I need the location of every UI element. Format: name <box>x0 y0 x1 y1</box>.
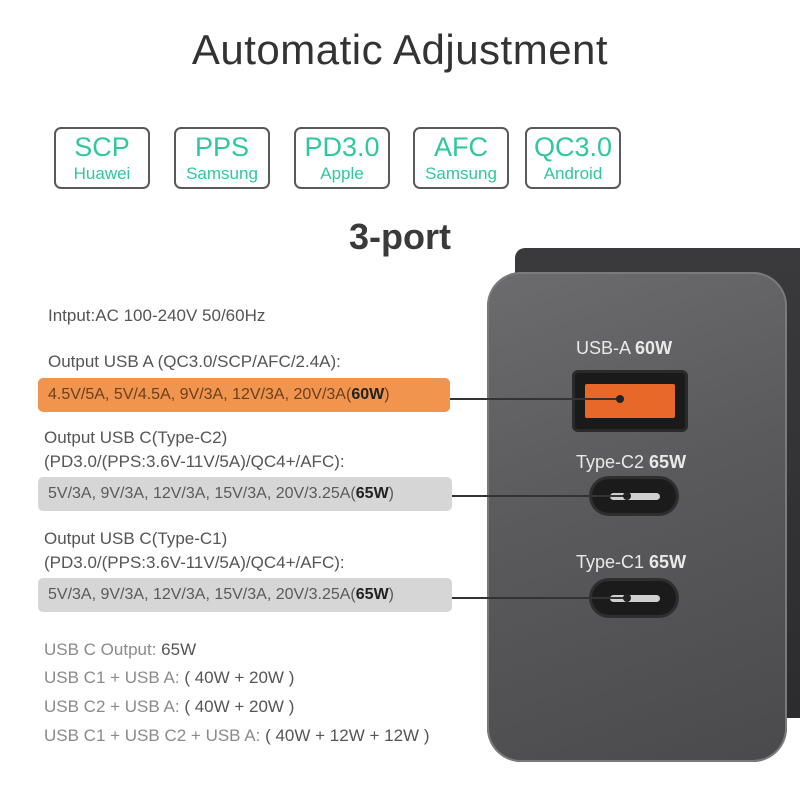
protocol-name: AFC <box>434 132 488 162</box>
protocol-brand: Apple <box>320 164 364 183</box>
combo-label: USB C2 + USB A: <box>44 697 185 716</box>
protocol-badge: QC3.0 Android <box>525 127 621 189</box>
usb-a-port-icon <box>572 370 688 432</box>
usba-port-name: USB-A <box>576 338 631 358</box>
c1-port-watt: 65W <box>649 552 687 572</box>
charger-face <box>487 272 787 762</box>
usba-watt: 60W <box>351 386 385 403</box>
combo-value: ( 40W + 12W + 12W ) <box>265 726 430 745</box>
combo-line: USB C2 + USB A: ( 40W + 20W ) <box>44 697 294 717</box>
input-spec: Intput:AC 100-240V 50/60Hz <box>48 306 266 325</box>
c1-connector-line <box>452 597 627 599</box>
combo-line: USB C1 + USB A: ( 40W + 20W ) <box>44 668 294 688</box>
usb-c1-port-icon <box>589 578 679 618</box>
usba-close: ) <box>384 386 390 403</box>
combo-label: USB C1 + USB C2 + USB A: <box>44 726 266 745</box>
c1-heading-1: Output USB C(Type-C1) <box>44 529 228 548</box>
combo-value: ( 40W + 20W ) <box>184 668 295 687</box>
protocol-brand: Android <box>543 164 603 183</box>
combo-line: USB C Output: 65W <box>44 640 196 660</box>
protocol-brand: Samsung <box>186 164 258 183</box>
c2-connector-dot <box>623 492 631 500</box>
c1-watt: 65W <box>355 586 389 603</box>
c2-port-watt: 65W <box>649 452 687 472</box>
combo-label: USB C1 + USB A: <box>44 668 185 687</box>
c2-heading-1: Output USB C(Type-C2) <box>44 428 228 447</box>
c1-values-text: 5V/3A, 9V/3A, 12V/3A, 15V/3A, 20V/3.25A( <box>48 586 356 603</box>
usba-connector-line <box>450 398 620 400</box>
protocol-list: SCP Huawei PPS Samsung PD3.0 Apple AFC S… <box>54 127 754 193</box>
protocol-name: PPS <box>194 132 250 162</box>
combo-value: ( 40W + 20W ) <box>184 697 295 716</box>
c2-values-text: 5V/3A, 9V/3A, 12V/3A, 15V/3A, 20V/3.25A( <box>48 485 356 502</box>
protocol-name: SCP <box>74 132 130 162</box>
usba-connector-dot <box>616 395 624 403</box>
ports-subtitle: 3-port <box>349 216 451 257</box>
protocol-badge: SCP Huawei <box>54 127 150 189</box>
usba-port-watt: 60W <box>635 338 673 358</box>
protocol-badge: PPS Samsung <box>174 127 270 189</box>
protocol-brand: Samsung <box>425 164 497 183</box>
protocol-brand: Huawei <box>73 164 131 183</box>
usba-values-text: 4.5V/5A, 5V/4.5A, 9V/3A, 12V/3A, 20V/3A( <box>48 386 352 403</box>
protocol-name: QC3.0 <box>533 132 613 162</box>
combo-value: 65W <box>161 640 197 659</box>
usba-heading: Output USB A (QC3.0/SCP/AFC/2.4A): <box>48 352 341 371</box>
protocol-badge: PD3.0 Apple <box>294 127 390 189</box>
c2-connector-line <box>452 495 627 497</box>
c2-heading-2: (PD3.0/(PPS:3.6V-11V/5A)/QC4+/AFC): <box>44 452 345 471</box>
c2-port-label: Type-C2 65W <box>576 452 686 473</box>
c1-values: 5V/3A, 9V/3A, 12V/3A, 15V/3A, 20V/3.25A(… <box>38 578 452 612</box>
combo-line: USB C1 + USB C2 + USB A: ( 40W + 12W + 1… <box>44 726 429 746</box>
usba-port-label: USB-A 60W <box>576 338 672 359</box>
c1-heading-2: (PD3.0/(PPS:3.6V-11V/5A)/QC4+/AFC): <box>44 553 345 572</box>
c2-port-name: Type-C2 <box>576 452 645 472</box>
c1-connector-dot <box>623 594 631 602</box>
protocol-name: PD3.0 <box>304 132 380 162</box>
c2-close: ) <box>388 485 394 502</box>
c2-watt: 65W <box>355 485 389 502</box>
combo-label: USB C Output: <box>44 640 162 659</box>
c1-port-label: Type-C1 65W <box>576 552 686 573</box>
c2-values: 5V/3A, 9V/3A, 12V/3A, 15V/3A, 20V/3.25A(… <box>38 477 452 511</box>
c1-close: ) <box>388 586 394 603</box>
protocol-badge: AFC Samsung <box>413 127 509 189</box>
usba-values: 4.5V/5A, 5V/4.5A, 9V/3A, 12V/3A, 20V/3A(… <box>38 378 450 412</box>
c1-port-name: Type-C1 <box>576 552 645 572</box>
usb-c2-port-icon <box>589 476 679 516</box>
page-title: Automatic Adjustment <box>191 26 609 73</box>
